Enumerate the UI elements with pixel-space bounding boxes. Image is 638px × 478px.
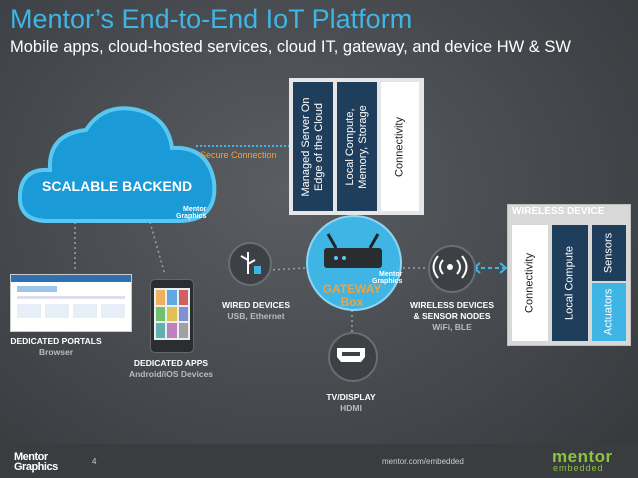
wireless-nodes-subtitle: WiFi, BLE xyxy=(432,322,472,332)
apps-title: DEDICATED APPS xyxy=(133,358,209,368)
apps-subtitle: Android/iOS Devices xyxy=(128,369,214,379)
page-number: 4 xyxy=(92,457,97,466)
mentor-embedded-logo-sub: embedded xyxy=(553,463,604,473)
portals-subtitle: Browser xyxy=(38,347,73,357)
mentor-embedded-logo: mentor xyxy=(552,447,613,466)
hdmi-icon xyxy=(337,348,365,362)
stack-local-compute: Local Compute,Memory, Storage xyxy=(337,82,377,211)
scalable-backend-label: SCALABLE BACKEND xyxy=(42,178,193,194)
wireless-nodes-title-2: & SENSOR NODES xyxy=(413,311,491,321)
portal-screenshot xyxy=(10,274,132,332)
wireless-device-panel: Connectivity Local Compute Sensors Actua… xyxy=(507,204,631,346)
wired-devices-title: WIRED DEVICES xyxy=(221,300,290,310)
router-icon xyxy=(324,233,382,268)
portals-title: DEDICATED PORTALS xyxy=(10,336,102,346)
phone-mockup xyxy=(150,279,194,353)
wireless-nodes-title-1: WIRELESS DEVICES xyxy=(409,300,495,310)
page-subtitle: Mobile apps, cloud-hosted services, clou… xyxy=(10,38,571,56)
tv-display-title: TV/DISPLAY xyxy=(326,392,376,402)
wd-local-compute: Local Compute xyxy=(552,225,588,341)
secure-connection-label: Secure Connection xyxy=(200,150,277,160)
stack-connectivity: Connectivity xyxy=(381,82,419,211)
wireless-device-title: WIRELESS DEVICE xyxy=(512,206,605,217)
tv-display-subtitle: HDMI xyxy=(340,403,362,413)
wd-actuators: Actuators xyxy=(592,283,626,341)
wd-connectivity: Connectivity xyxy=(512,225,548,341)
cloud-icon xyxy=(18,106,217,223)
usb-icon xyxy=(240,252,261,274)
wired-devices-subtitle: USB, Ethernet xyxy=(227,311,285,321)
wd-sensors: Sensors xyxy=(592,225,626,281)
wireless-signal-icon xyxy=(432,255,468,279)
page-title: Mentor’s End-to-End IoT Platform xyxy=(10,4,413,34)
footer-bar xyxy=(0,444,638,478)
footer-url: mentor.com/embedded xyxy=(382,457,464,466)
